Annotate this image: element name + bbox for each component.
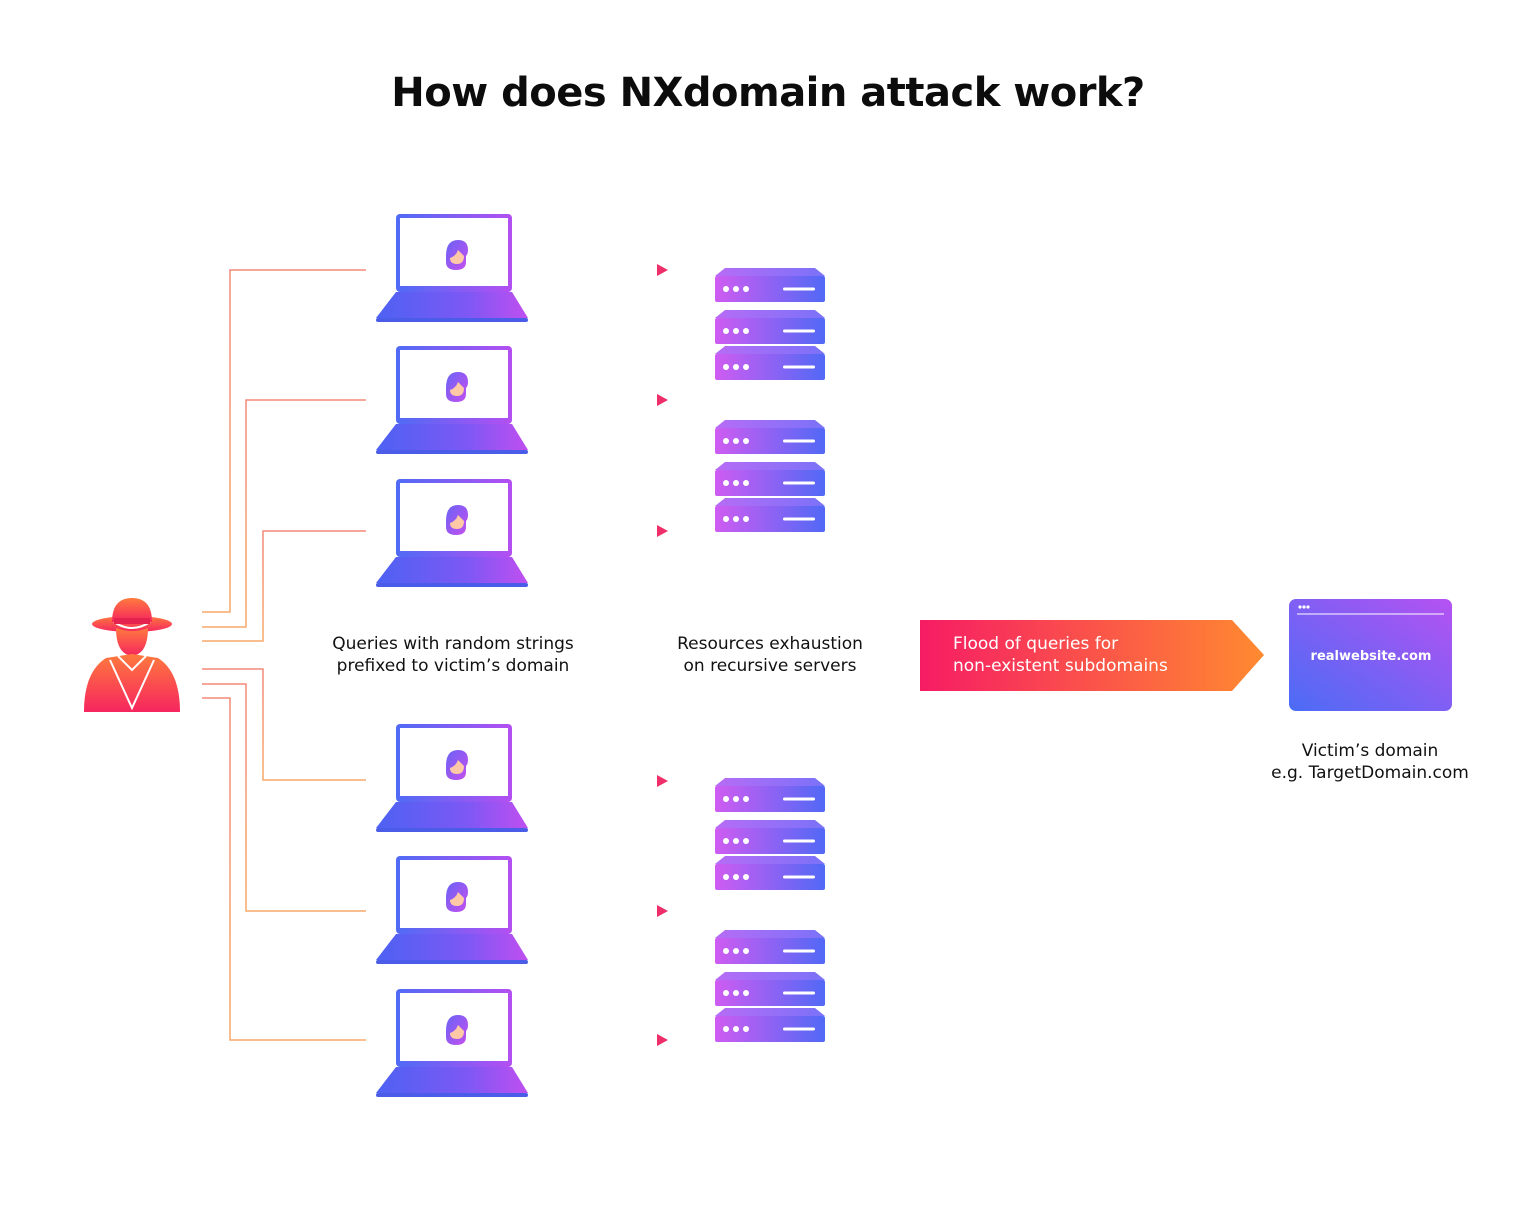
arrow-icon (571, 525, 668, 537)
server-rack-icon (715, 420, 825, 532)
arrow-icon (571, 775, 668, 787)
connector-line (202, 399, 366, 628)
victim-caption: Victim’s domain e.g. TargetDomain.com (1245, 740, 1495, 784)
flood-label: Flood of queries for non-existent subdom… (953, 633, 1168, 677)
laptop-icon (376, 856, 528, 964)
laptop-icon (376, 214, 528, 322)
page-title: How does NXdomain attack work? (391, 70, 1145, 116)
connector-line-tips (300, 269, 366, 1041)
connector-line (202, 269, 366, 613)
server-rack-icon (715, 778, 825, 890)
connector-line (202, 697, 366, 1041)
victim-site-label: realwebsite.com (1310, 649, 1432, 664)
laptop-icon (376, 724, 528, 832)
laptop-icon (376, 346, 528, 454)
server-rack-icon (715, 268, 825, 380)
arrow-icon (571, 394, 668, 406)
queries-caption: Queries with random strings prefixed to … (303, 633, 603, 677)
exhaustion-caption: Resources exhaustion on recursive server… (645, 633, 895, 677)
caption-line: Resources exhaustion (677, 634, 863, 654)
flood-label-line: non-existent subdomains (953, 656, 1168, 676)
caption-line: on recursive servers (683, 656, 857, 676)
arrow-icon (571, 1034, 668, 1046)
caption-line: prefixed to victim’s domain (336, 656, 570, 676)
caption-line: Victim’s domain (1301, 741, 1439, 761)
flood-arrow (920, 620, 1264, 691)
hacker-icon (84, 598, 180, 712)
laptop-icon (376, 479, 528, 587)
flood-label-line: Flood of queries for (953, 634, 1119, 654)
connector-line (202, 683, 366, 912)
arrow-icon (571, 905, 668, 917)
connector-line (202, 530, 366, 642)
caption-line: Queries with random strings (332, 634, 574, 654)
connector-line (202, 668, 366, 781)
query-arrows (571, 264, 668, 1046)
caption-line: e.g. TargetDomain.com (1271, 763, 1469, 783)
laptop-icon (376, 989, 528, 1097)
server-rack-icon (715, 930, 825, 1042)
browser-window-icon (1289, 599, 1452, 711)
arrow-icon (571, 264, 668, 276)
